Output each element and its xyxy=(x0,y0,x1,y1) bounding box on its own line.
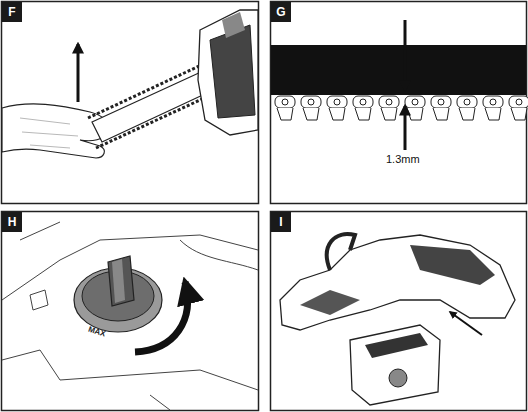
panel-letter: F xyxy=(8,5,15,19)
chain-rivet xyxy=(308,99,314,105)
chain-link xyxy=(483,96,503,108)
chain-tooth xyxy=(381,108,397,120)
chain-link xyxy=(353,96,373,108)
chain-rivet xyxy=(464,99,470,105)
chain-tooth xyxy=(485,108,501,120)
chain-tooth xyxy=(433,108,449,120)
chain-rivet xyxy=(334,99,340,105)
panel-tag: H xyxy=(2,212,22,232)
chain-rivet xyxy=(438,99,444,105)
chain-link xyxy=(327,96,347,108)
chain-tooth xyxy=(407,108,423,120)
chain-link xyxy=(431,96,451,108)
panel-frame xyxy=(2,2,259,204)
chain-tooth xyxy=(511,108,527,120)
dimension: 1.3mm xyxy=(386,153,420,165)
chain-rivet xyxy=(386,99,392,105)
panel-tag: I xyxy=(271,212,291,232)
chain-rivet xyxy=(490,99,496,105)
chain-link xyxy=(457,96,477,108)
panel-tag: G xyxy=(271,2,291,22)
panel-g-art xyxy=(271,20,528,150)
panel-frame xyxy=(271,2,527,204)
chain-rivet xyxy=(360,99,366,105)
panel-tag: F xyxy=(2,2,22,22)
chain-link xyxy=(379,96,399,108)
panel-h-art xyxy=(2,222,258,410)
chain-link xyxy=(275,96,295,108)
panel-frame xyxy=(271,212,527,411)
chain-tooth xyxy=(355,108,371,120)
chain-rivet xyxy=(516,99,522,105)
chain-tooth xyxy=(277,108,293,120)
chain-rivet xyxy=(412,99,418,105)
chain-tooth xyxy=(329,108,345,120)
panel-letter: I xyxy=(279,215,282,229)
chain-link xyxy=(509,96,528,108)
chain-tooth xyxy=(303,108,319,120)
chain-tooth xyxy=(459,108,475,120)
chain-rivet xyxy=(282,99,288,105)
panel-letter: G xyxy=(276,5,285,19)
panel-letter: H xyxy=(8,215,17,229)
chain-link xyxy=(405,96,425,108)
chain-link xyxy=(301,96,321,108)
panel-f-art xyxy=(2,10,258,158)
panel-i-art xyxy=(280,234,515,405)
panel-frame xyxy=(2,212,259,411)
